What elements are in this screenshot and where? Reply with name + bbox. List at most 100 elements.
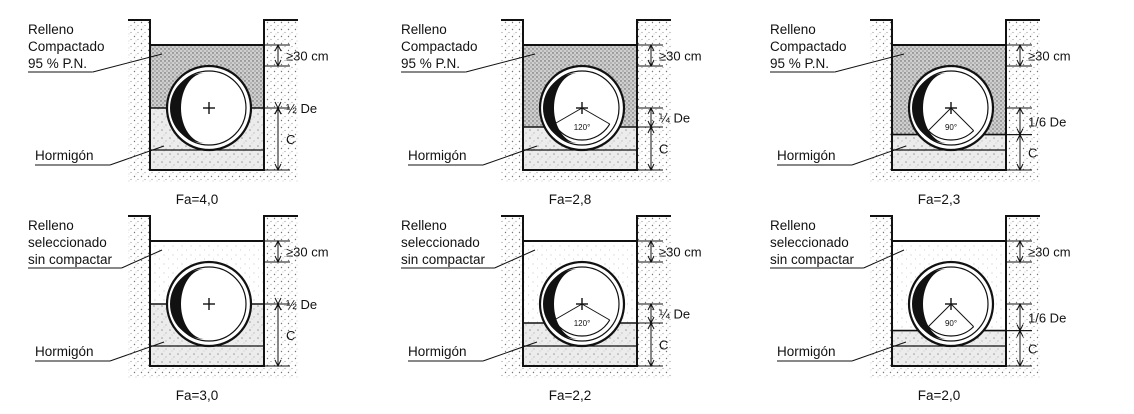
backfill-label: seleccionado [401, 235, 480, 250]
dim-cradle-label: 1/6 De [1028, 114, 1066, 129]
concrete-label: Hormigón [408, 148, 467, 163]
backfill-leader-line [863, 249, 905, 269]
backfill-label: Compactado [28, 39, 105, 54]
dim-bedding-label: C [659, 338, 668, 353]
concrete-label: Hormigón [408, 344, 467, 359]
soil-bottom [128, 170, 298, 182]
dim-bedding-label: C [286, 328, 295, 343]
dim-bedding-label: C [1028, 145, 1037, 160]
soil-left [128, 20, 150, 172]
angle-ray [928, 107, 952, 131]
concrete-label: Hormigón [777, 344, 836, 359]
angle-ray [581, 107, 610, 125]
trench-outline [128, 19, 298, 171]
dim-cover-label: ≥30 cm [286, 49, 329, 64]
soil-bottom [128, 366, 298, 378]
load-factor-caption: Fa=3,0 [176, 388, 218, 403]
pipe-shadow [170, 269, 205, 339]
backfill-label: Relleno [28, 218, 74, 233]
soil-bottom [870, 170, 1040, 182]
load-factor-caption: Fa=2,8 [549, 192, 591, 207]
backfill-label: Relleno [770, 22, 816, 37]
dim-bedding-label: C [1028, 341, 1037, 356]
dim-cover-label: ≥30 cm [1028, 245, 1071, 260]
dim-cradle-label: ¼ De [659, 111, 690, 126]
backfill-label: sin compactar [28, 252, 113, 267]
pipe-shadow [912, 269, 947, 339]
soil-left [128, 216, 150, 368]
backfill-leader-line [465, 53, 536, 73]
concrete-leader-line [109, 145, 165, 166]
load-factor-caption: Fa=2,0 [918, 388, 960, 403]
backfill-label: Relleno [28, 22, 74, 37]
backfill-leader-line [494, 249, 536, 269]
concrete-leader-line [851, 145, 907, 166]
bedding-angle-label: 90° [945, 319, 957, 328]
dim-bedding-label: C [286, 132, 295, 147]
concrete-label: Hormigón [35, 148, 94, 163]
soil-left [870, 20, 892, 172]
dim-bedding-label: C [659, 142, 668, 157]
backfill-label: Compactado [401, 39, 478, 54]
dim-cradle-label: ½ De [286, 101, 317, 116]
concrete-leader-line [851, 341, 907, 362]
angle-ray [554, 107, 583, 125]
backfill-leader-line [834, 53, 905, 73]
backfill-leader-line [121, 249, 163, 269]
concrete-label: Hormigón [35, 344, 94, 359]
concrete-label: Hormigón [777, 148, 836, 163]
bedding-panel-4: Relleno seleccionado sin compactarHormigón… [28, 215, 329, 403]
angle-arc [927, 326, 975, 337]
soil-left [501, 20, 523, 172]
load-factor-caption: Fa=2,2 [549, 388, 591, 403]
backfill-label: seleccionado [770, 235, 849, 250]
angle-ray [950, 303, 974, 327]
backfill-label: 95 % P.N. [770, 56, 829, 71]
dim-cover-label: ≥30 cm [286, 245, 329, 260]
backfill-label: sin compactar [770, 252, 855, 267]
dim-cradle-label: 1/6 De [1028, 310, 1066, 325]
angle-ray [581, 303, 610, 321]
backfill-label: seleccionado [28, 235, 107, 250]
dim-cover-label: ≥30 cm [1028, 49, 1071, 64]
concrete-leader-line [109, 341, 165, 362]
trench-outline [870, 215, 1040, 367]
concrete-leader-line [482, 145, 538, 166]
pipe-shadow [170, 73, 205, 143]
soil-right [264, 20, 298, 172]
backfill-label: sin compactar [401, 252, 486, 267]
load-factor-caption: Fa=2,3 [918, 192, 960, 207]
trench-outline [501, 19, 671, 171]
angle-ray [928, 303, 952, 327]
backfill-label: Relleno [401, 22, 447, 37]
soil-left [501, 216, 523, 368]
trench-outline [870, 19, 1040, 171]
backfill-leader-line [92, 53, 163, 73]
trench-outline [128, 215, 298, 367]
pipe-shadow [543, 73, 578, 143]
dim-cover-label: ≥30 cm [659, 245, 702, 260]
angle-arc [553, 123, 611, 141]
soil-bottom [501, 366, 671, 378]
soil-left [870, 216, 892, 368]
bedding-angle-label: 90° [945, 123, 957, 132]
angle-arc [553, 319, 611, 337]
bedding-panel-6: 90° Relleno seleccionado sin compactarHormi… [770, 215, 1071, 403]
soil-bottom [501, 170, 671, 182]
dim-cradle-label: ¼ De [659, 307, 690, 322]
angle-ray [554, 303, 583, 321]
soil-right [264, 216, 298, 368]
backfill-label: Relleno [770, 218, 816, 233]
backfill-label: Compactado [770, 39, 847, 54]
dim-cradle-label: ½ De [286, 297, 317, 312]
bedding-angle-label: 120° [574, 319, 591, 328]
angle-arc [927, 130, 975, 141]
pipe-shadow [543, 269, 578, 339]
soil-bottom [870, 366, 1040, 378]
